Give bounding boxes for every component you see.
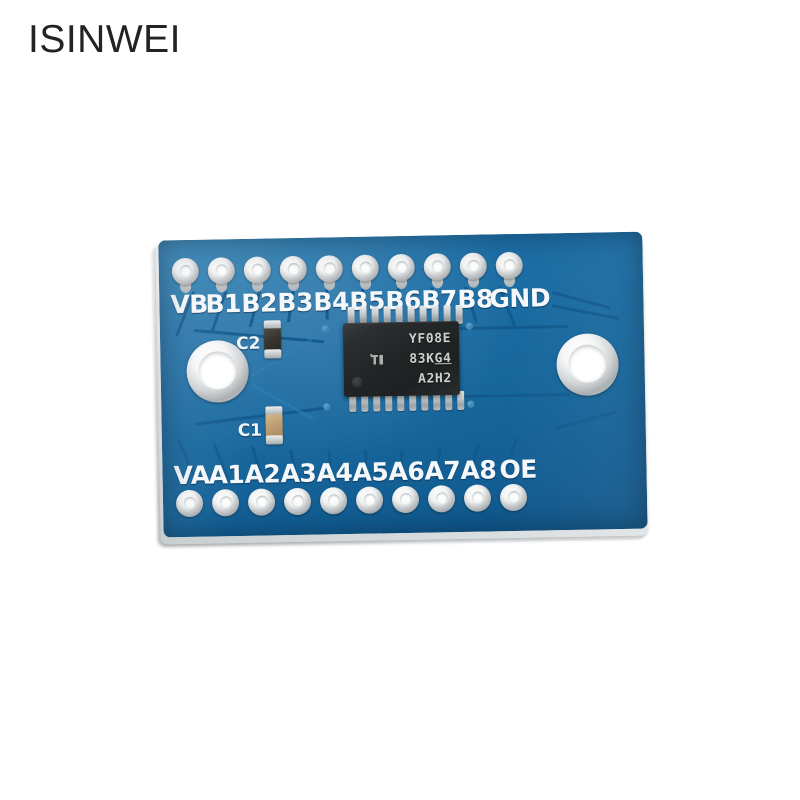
pad-a6[interactable]: [391, 485, 420, 514]
cap-body: [263, 328, 282, 351]
pin1-marker-icon: [351, 376, 363, 388]
pad-a7[interactable]: [427, 485, 456, 513]
pcb-solder-mask: VB B1 B2 B3 B4 B5 B6 B7 B8 GND VA A1 A2: [158, 231, 648, 538]
pad-a8[interactable]: [463, 484, 492, 512]
via: [321, 325, 329, 333]
pin-label-a6: A6: [388, 456, 425, 487]
mounting-hole-right: [556, 333, 620, 397]
pin-label-b2: B2: [241, 288, 278, 318]
pcb-board: VB B1 B2 B3 B4 B5 B6 B7 B8 GND VA A1 A2: [152, 231, 653, 547]
pin-label-a4: A4: [316, 457, 353, 488]
pin-label-b4: B4: [313, 286, 350, 317]
ic-marking-line-1: YF08E: [408, 331, 452, 347]
brand-watermark: ISINWEI: [28, 18, 182, 61]
pin-label-b1: B1: [205, 288, 242, 319]
pin-label-a5: A5: [352, 457, 389, 487]
pad-va[interactable]: [175, 489, 204, 518]
pad-a3[interactable]: [283, 487, 312, 516]
pad-b6[interactable]: [387, 253, 416, 282]
pin-label-gnd: GND: [489, 283, 551, 314]
pad-b5[interactable]: [351, 254, 380, 282]
pad-a2[interactable]: [247, 488, 276, 516]
ic-marking-line-2: 83KG4: [409, 351, 451, 367]
pad-b4[interactable]: [315, 255, 344, 283]
cap-body: [265, 414, 283, 437]
pad-gnd[interactable]: [495, 251, 524, 280]
via: [465, 322, 473, 330]
texas-instruments-logo: [369, 354, 384, 365]
pad-a5[interactable]: [355, 486, 384, 514]
via: [323, 403, 331, 411]
pin-label-a1: A1: [208, 459, 245, 490]
capacitor-c2: [263, 320, 282, 359]
pad-b8[interactable]: [459, 252, 488, 280]
pin-label-a2: A2: [244, 459, 281, 489]
capacitor-c1: [265, 406, 283, 445]
capacitor-label-c1: C1: [237, 420, 263, 442]
cap-terminal: [264, 349, 282, 359]
trace: [459, 324, 568, 330]
pin-label-va: VA: [173, 460, 210, 491]
ic-marking-line-3: A2H2: [417, 371, 452, 387]
pin-label-a8: A8: [460, 455, 497, 485]
cap-terminal: [265, 435, 283, 445]
trace: [461, 392, 570, 398]
pad-vb[interactable]: [171, 257, 200, 286]
pad-b7[interactable]: [423, 253, 452, 281]
pad-b3[interactable]: [279, 255, 308, 284]
pad-a4[interactable]: [319, 487, 348, 515]
trace: [554, 410, 617, 430]
ic-marking-line-2-prefix: 83K: [409, 351, 435, 367]
pin-label-a7: A7: [424, 455, 461, 486]
pin-label-a3: A3: [280, 458, 317, 489]
pad-oe[interactable]: [499, 483, 528, 512]
pin-label-oe: OE: [499, 454, 538, 485]
tssop-20-ic: YF08E 83KG4 A2H2: [342, 320, 461, 398]
via: [467, 400, 475, 408]
pad-b1[interactable]: [207, 257, 236, 285]
capacitor-label-c2: C2: [235, 333, 261, 355]
pin-label-vb: VB: [170, 289, 209, 320]
pin-label-b3: B3: [277, 287, 314, 318]
ic-marking-line-2-suffix: G4: [434, 351, 452, 367]
pad-a1[interactable]: [211, 489, 240, 517]
pad-b2[interactable]: [243, 256, 272, 284]
